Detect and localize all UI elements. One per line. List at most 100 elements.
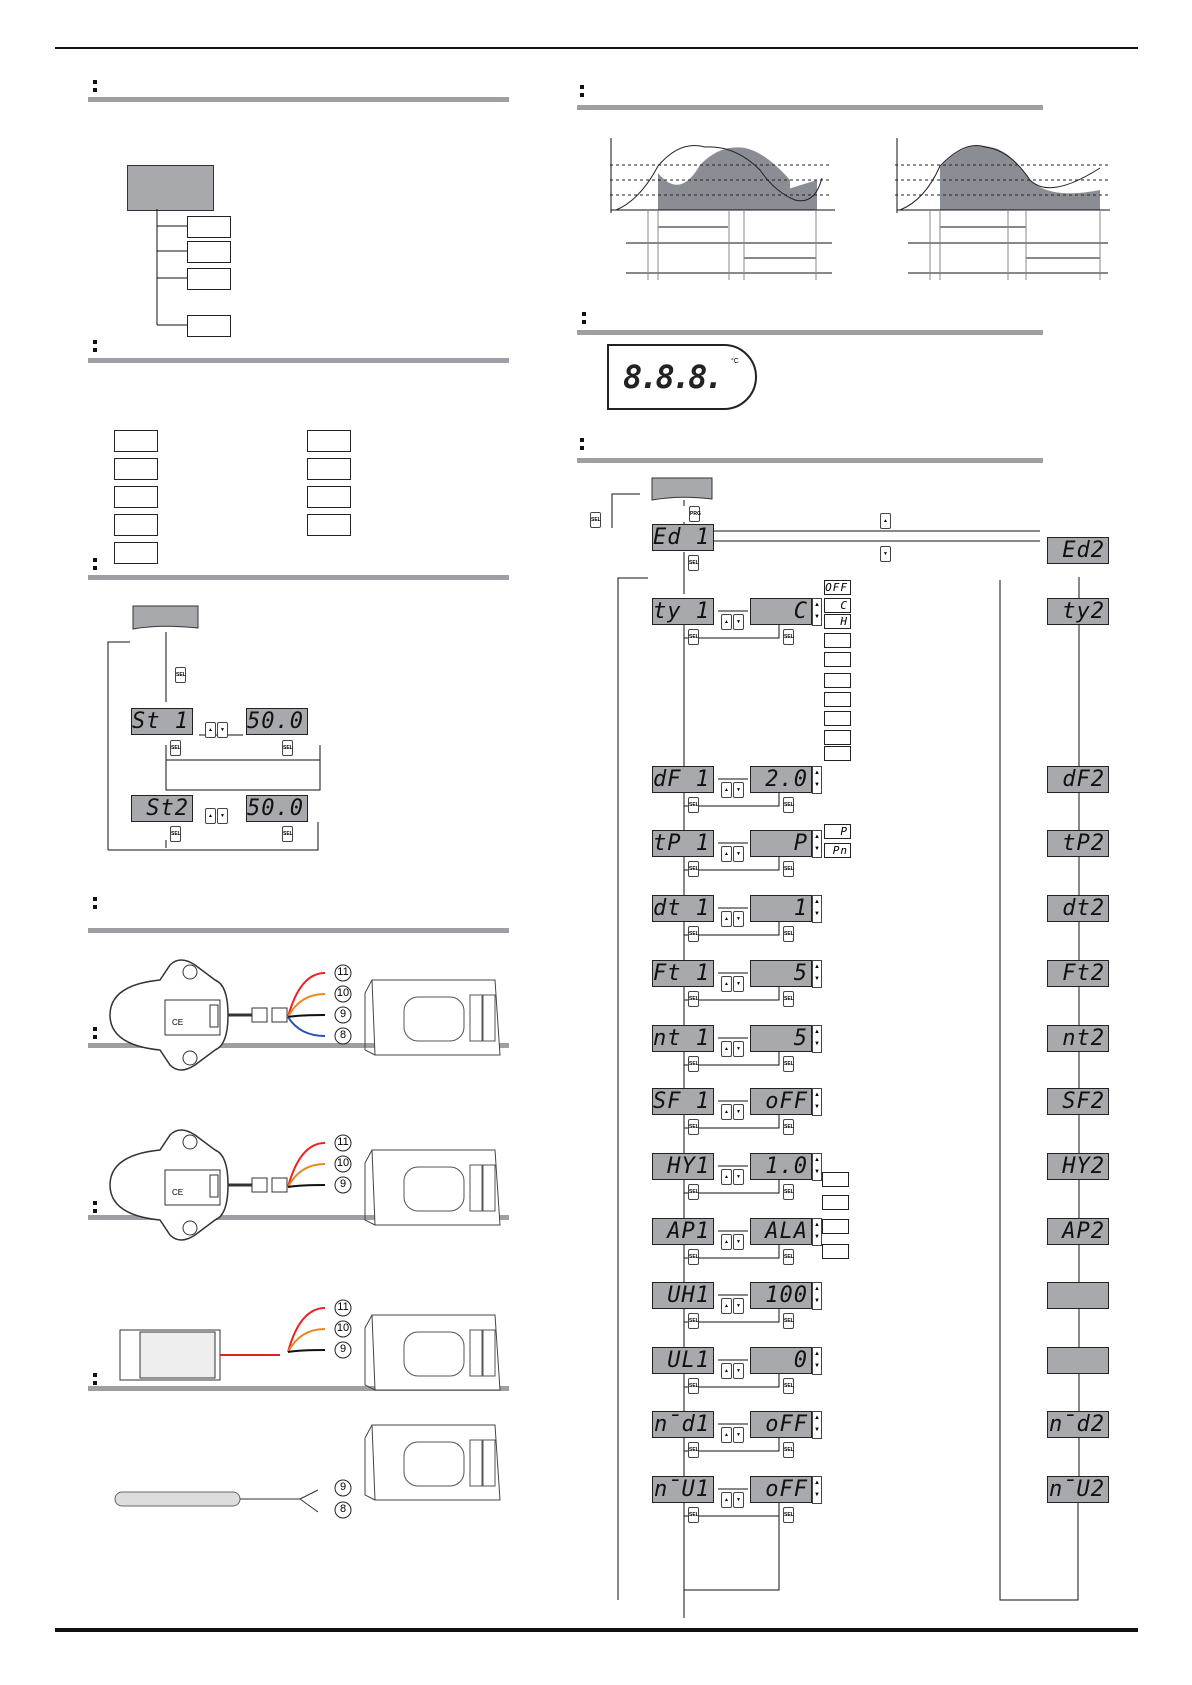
sel-key[interactable]: SEL xyxy=(783,1249,794,1265)
param-display xyxy=(1047,1282,1109,1309)
down-key[interactable]: ▼ xyxy=(733,911,744,927)
type-option xyxy=(824,730,851,745)
down-key[interactable]: ▼ xyxy=(733,1363,744,1379)
sel-key[interactable]: SEL xyxy=(282,826,293,842)
sel-key[interactable]: SEL xyxy=(783,1119,794,1135)
section-marker xyxy=(582,312,586,326)
alarm-option xyxy=(822,1244,849,1259)
sel-key[interactable]: SEL xyxy=(783,991,794,1007)
sel-key[interactable]: SEL xyxy=(688,1184,699,1200)
section-bar xyxy=(577,458,1043,463)
up-key[interactable]: ▲ xyxy=(721,911,732,927)
sel-key[interactable]: SEL xyxy=(175,667,186,683)
up-key[interactable]: ▲ xyxy=(721,1298,732,1314)
up-key[interactable]: ▲ xyxy=(721,1427,732,1443)
down-key[interactable]: ▼ xyxy=(733,782,744,798)
up-key[interactable]: ▲ xyxy=(721,1104,732,1120)
code-box xyxy=(114,430,158,452)
up-down-indicator: ▲ ▼ xyxy=(812,1025,822,1053)
hysteresis-charts xyxy=(610,138,1110,280)
sel-key[interactable]: SEL xyxy=(688,861,699,877)
param-display: n̄d2 xyxy=(1047,1411,1109,1438)
up-key[interactable]: ▲ xyxy=(721,1492,732,1508)
param-display xyxy=(1047,1347,1109,1374)
param-display: nt2 xyxy=(1047,1025,1109,1052)
param-display: Ft2 xyxy=(1047,960,1109,987)
type-option xyxy=(824,633,851,648)
terminal-number: 11 xyxy=(337,966,349,978)
up-key[interactable]: ▲ xyxy=(205,808,216,824)
sel-key[interactable]: SEL xyxy=(688,1249,699,1265)
sel-key[interactable]: SEL xyxy=(688,1056,699,1072)
up-key[interactable]: ▲ xyxy=(721,614,732,630)
sel-key[interactable]: SEL xyxy=(783,1313,794,1329)
sel-key[interactable]: SEL xyxy=(688,991,699,1007)
up-key[interactable]: ▲ xyxy=(721,846,732,862)
param-display: St2 xyxy=(131,795,193,822)
sel-key[interactable]: SEL xyxy=(170,826,181,842)
down-key[interactable]: ▼ xyxy=(217,808,228,824)
sel-key[interactable]: SEL xyxy=(688,797,699,813)
up-down-indicator: ▲ ▼ xyxy=(812,1218,822,1246)
section-bar xyxy=(88,1043,509,1048)
sel-key[interactable]: SEL xyxy=(783,1378,794,1394)
sel-key[interactable]: SEL xyxy=(688,1313,699,1329)
setpoint-flow-lines xyxy=(107,605,321,851)
sel-key[interactable]: SEL xyxy=(783,861,794,877)
sel-key[interactable]: SEL xyxy=(783,629,794,645)
up-key[interactable]: ▲ xyxy=(721,976,732,992)
sel-key[interactable]: SEL xyxy=(688,1119,699,1135)
down-key[interactable]: ▼ xyxy=(733,1104,744,1120)
up-key[interactable]: ▲ xyxy=(880,513,891,529)
down-key[interactable]: ▼ xyxy=(733,614,744,630)
terminal-number: 9 xyxy=(339,1178,347,1190)
param-display: n̄U2 xyxy=(1047,1476,1109,1503)
sel-key[interactable]: SEL xyxy=(783,797,794,813)
prg-key[interactable]: PRG xyxy=(689,506,701,522)
down-key[interactable]: ▼ xyxy=(733,1492,744,1508)
up-key[interactable]: ▲ xyxy=(721,1169,732,1185)
down-key[interactable]: ▼ xyxy=(733,1041,744,1057)
up-key[interactable]: ▲ xyxy=(721,782,732,798)
sel-key[interactable]: SEL xyxy=(783,926,794,942)
up-down-indicator: ▲ ▼ xyxy=(812,1411,822,1439)
value-display: 2.0 xyxy=(750,766,812,793)
type-option: OFF xyxy=(824,580,851,595)
tree-box xyxy=(187,241,231,263)
down-key[interactable]: ▼ xyxy=(217,722,228,738)
sel-key[interactable]: SEL xyxy=(783,1056,794,1072)
up-key[interactable]: ▲ xyxy=(721,1234,732,1250)
sel-key[interactable]: SEL xyxy=(688,1378,699,1394)
param-display: UH1 xyxy=(652,1282,714,1309)
sel-key[interactable]: SEL xyxy=(783,1442,794,1458)
sel-key[interactable]: SEL xyxy=(688,555,699,571)
up-key[interactable]: ▲ xyxy=(205,722,216,738)
up-key[interactable]: ▲ xyxy=(721,1041,732,1057)
sel-key[interactable]: SEL xyxy=(688,1507,699,1523)
wiring-diagram xyxy=(119,1299,501,1391)
up-key[interactable]: ▲ xyxy=(721,1363,732,1379)
value-display: 1.0 xyxy=(750,1153,812,1180)
down-key[interactable]: ▼ xyxy=(733,846,744,862)
section-marker xyxy=(93,80,97,94)
sel-key[interactable]: SEL xyxy=(282,740,293,756)
terminal-10 xyxy=(334,1155,352,1173)
down-key[interactable]: ▼ xyxy=(733,976,744,992)
sel-key[interactable]: SEL xyxy=(688,629,699,645)
sel-key[interactable]: SEL xyxy=(170,740,181,756)
value-display: 5 xyxy=(750,960,812,987)
sel-key[interactable]: SEL xyxy=(590,512,601,528)
section-marker xyxy=(93,1373,97,1387)
down-key[interactable]: ▼ xyxy=(733,1234,744,1250)
terminal-11 xyxy=(334,964,352,982)
sel-key[interactable]: SEL xyxy=(688,1442,699,1458)
sel-key[interactable]: SEL xyxy=(783,1184,794,1200)
down-key[interactable]: ▼ xyxy=(733,1169,744,1185)
down-key[interactable]: ▼ xyxy=(880,546,891,562)
sel-key[interactable]: SEL xyxy=(783,1507,794,1523)
section-marker xyxy=(93,558,97,572)
down-key[interactable]: ▼ xyxy=(733,1298,744,1314)
sel-key[interactable]: SEL xyxy=(688,926,699,942)
down-key[interactable]: ▼ xyxy=(733,1427,744,1443)
